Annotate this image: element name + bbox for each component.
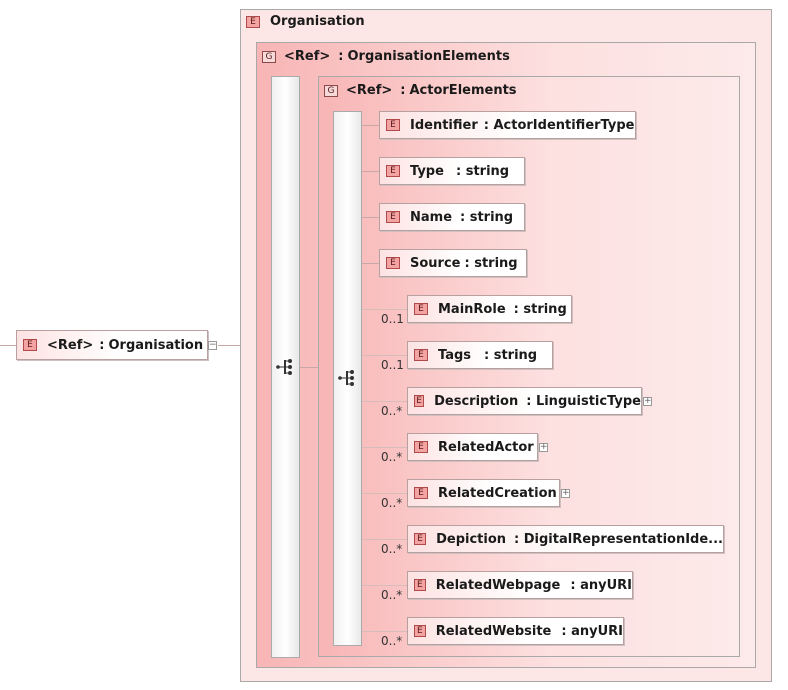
element-name: RelatedWebsite [435, 623, 552, 639]
element-type: : string [456, 163, 510, 179]
expand-icon[interactable]: + [643, 396, 652, 406]
cardinality-label: 0..1 [381, 312, 404, 326]
element-name: Depiction [436, 531, 507, 547]
element-type: : LinguisticType [526, 393, 641, 409]
element-name: Type [410, 163, 444, 179]
cardinality-label: 0..* [381, 450, 403, 464]
element-type: : anyURI [570, 577, 632, 593]
root-connector-left [0, 345, 17, 346]
connector [362, 447, 408, 448]
element-identifier[interactable]: E Identifier : ActorIdentifierType [379, 111, 636, 139]
element-type: : string [460, 209, 514, 225]
element-badge: E [414, 395, 425, 407]
element-source[interactable]: E Source : string [379, 249, 527, 277]
group-outer-ref: <Ref> [284, 49, 331, 64]
element-relatedwebpage[interactable]: E RelatedWebpage : anyURI [407, 571, 633, 599]
element-badge: E [414, 625, 426, 637]
sequence-icon [276, 359, 292, 375]
cardinality-label: 0..* [381, 496, 403, 510]
element-badge: E [23, 339, 37, 351]
element-badge: E [386, 211, 400, 223]
cardinality-label: 0..* [381, 588, 403, 602]
connector [362, 493, 408, 494]
connector [362, 539, 408, 540]
element-relatedactor[interactable]: E RelatedActor [407, 433, 538, 461]
element-depiction[interactable]: E Depiction : DigitalRepresentationIde..… [407, 525, 724, 553]
organisation-title: Organisation [270, 14, 365, 29]
expand-icon[interactable]: + [539, 442, 548, 452]
cardinality-label: 0..* [381, 542, 403, 556]
element-badge: E [414, 579, 426, 591]
element-badge: E [414, 303, 428, 315]
element-type: : ActorIdentifierType [483, 117, 635, 133]
cardinality-label: 0..* [381, 634, 403, 648]
element-type: : string [484, 347, 538, 363]
element-description[interactable]: E Description : LinguisticType [407, 387, 642, 415]
element-name: Description [434, 393, 519, 409]
element-name: Tags [438, 347, 472, 363]
group-inner-header[interactable]: G <Ref> : ActorElements [324, 83, 517, 98]
collapse-icon[interactable]: − [208, 340, 217, 350]
connector [362, 401, 408, 402]
group-outer-header[interactable]: G <Ref> : OrganisationElements [262, 49, 510, 64]
element-name: Identifier [410, 117, 478, 133]
group-inner-ref: <Ref> [346, 83, 393, 98]
element-tags[interactable]: E Tags : string [407, 341, 553, 369]
cardinality-label: 0..1 [381, 358, 404, 372]
connector [362, 585, 408, 586]
connector [362, 309, 408, 310]
element-mainrole[interactable]: E MainRole : string [407, 295, 572, 323]
element-badge: E [414, 349, 428, 361]
element-relatedcreation[interactable]: E RelatedCreation [407, 479, 560, 507]
element-badge: E [414, 533, 427, 545]
expand-icon[interactable]: + [561, 488, 570, 498]
root-element[interactable]: E <Ref> : Organisation [16, 330, 208, 360]
element-type: : DigitalRepresentationIde... [514, 531, 723, 547]
connector [362, 631, 408, 632]
element-badge: E [386, 119, 400, 131]
organisation-header[interactable]: E Organisation [246, 14, 365, 29]
element-relatedwebsite[interactable]: E RelatedWebsite : anyURI [407, 617, 624, 645]
element-type[interactable]: E Type : string [379, 157, 525, 185]
element-type: : string [464, 255, 518, 271]
connector [362, 217, 380, 218]
element-type: : string [513, 301, 567, 317]
root-connector-right [218, 345, 240, 346]
element-name: RelatedWebpage [435, 577, 561, 593]
element-name[interactable]: E Name : string [379, 203, 525, 231]
element-badge: E [414, 487, 428, 499]
group-inner-sep: : [400, 83, 406, 98]
element-name: Source [410, 255, 461, 271]
connector [362, 263, 380, 264]
element-badge: E [386, 257, 400, 269]
cardinality-label: 0..* [381, 404, 403, 418]
element-name: RelatedActor [438, 439, 534, 455]
group-badge: G [324, 84, 338, 97]
root-sep: : [99, 337, 105, 353]
element-badge: E [386, 165, 400, 177]
group-inner-name: ActorElements [409, 83, 517, 98]
root-name: Organisation [108, 337, 204, 353]
seq-outer-connector [300, 367, 318, 368]
element-badge: E [246, 15, 260, 28]
group-outer-sep: : [338, 49, 344, 64]
group-outer-name: OrganisationElements [347, 49, 510, 64]
group-badge: G [262, 50, 276, 63]
connector [362, 125, 380, 126]
element-badge: E [414, 441, 428, 453]
element-type: : anyURI [561, 623, 623, 639]
root-ref-label: <Ref> [47, 337, 94, 353]
element-name: RelatedCreation [438, 485, 557, 501]
connector [362, 171, 380, 172]
element-name: MainRole [438, 301, 506, 317]
element-name: Name [410, 209, 453, 225]
sequence-icon [338, 370, 354, 386]
connector [362, 355, 408, 356]
